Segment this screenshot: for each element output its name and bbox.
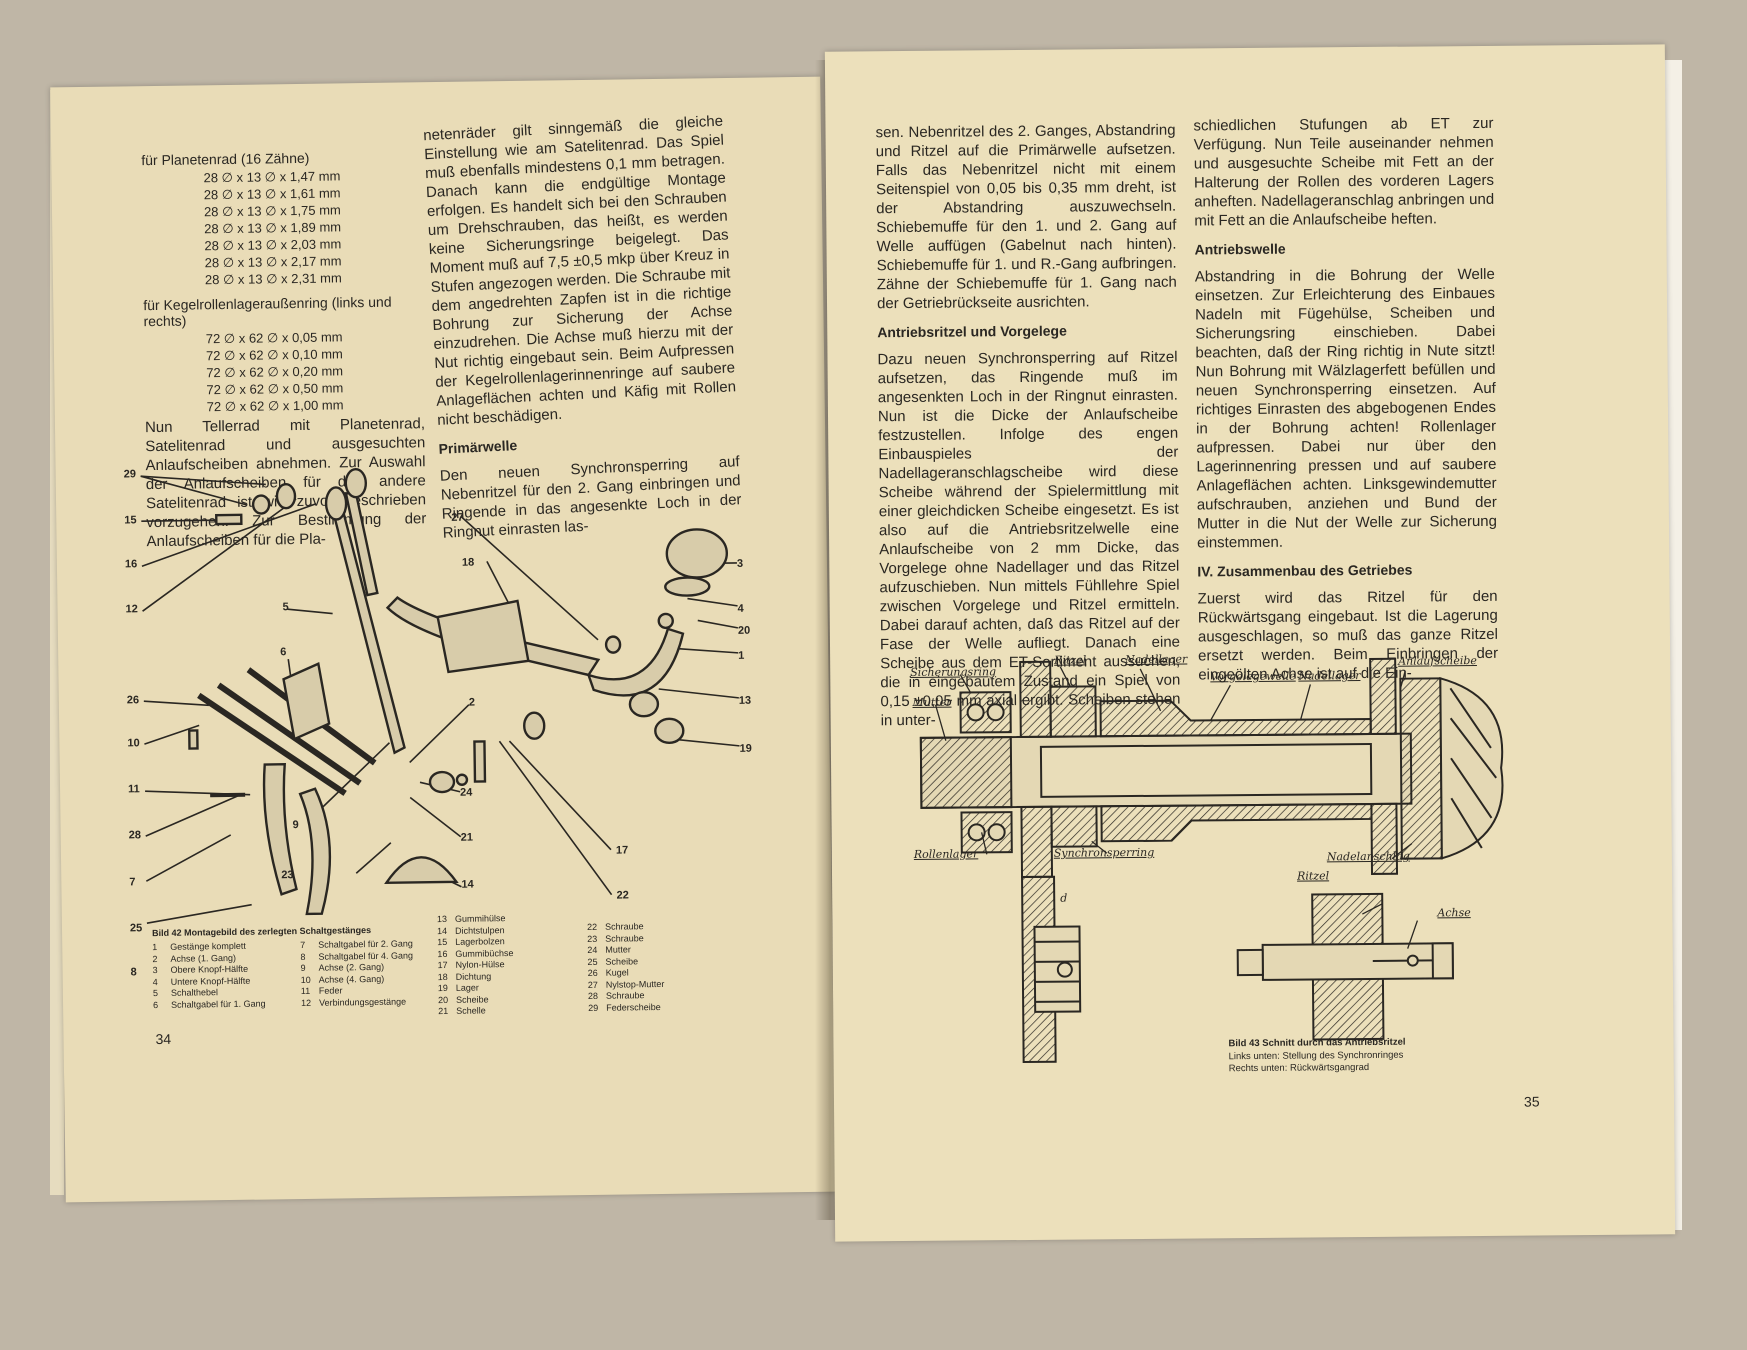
callout-7: 7 bbox=[129, 876, 136, 889]
callout-16: 16 bbox=[124, 558, 138, 571]
figure-43-caption: Bild 43 Schnitt durch das Antriebsritzel… bbox=[1228, 1037, 1405, 1076]
callout-3: 3 bbox=[736, 557, 744, 570]
label-ritzel: Ritzel bbox=[1054, 653, 1087, 667]
left-col2-paragraph1: netenräder gilt sinngemäß die gleiche Ei… bbox=[422, 112, 737, 429]
caption-line-1: Links unten: Stellung des Synchronringes bbox=[1228, 1049, 1404, 1062]
right-col2: schiedlichen Stufungen ab ET zur Verfügu… bbox=[1193, 114, 1498, 691]
callout-13: 13 bbox=[738, 694, 752, 707]
callout-15: 15 bbox=[124, 514, 137, 527]
drive-pinion-section-drawing bbox=[919, 657, 1504, 1063]
callout-5: 5 bbox=[282, 601, 289, 614]
callout-8: 8 bbox=[130, 966, 137, 979]
label-sicherungsring: Sicherungsring bbox=[910, 665, 997, 679]
page-number-right: 35 bbox=[1523, 1093, 1540, 1110]
label-nadellager-2: Nadellager bbox=[1298, 669, 1361, 683]
right-col1-paragraph1: sen. Nebenritzel des 2. Ganges, Abstandr… bbox=[875, 121, 1177, 313]
callout-27: 27 bbox=[451, 511, 464, 524]
callout-24: 24 bbox=[460, 786, 473, 799]
callout-6: 6 bbox=[280, 646, 287, 659]
callout-9: 9 bbox=[292, 819, 299, 832]
spec-row: 28 ∅ x 13 ∅ x 2,31 mm bbox=[204, 270, 342, 288]
spec2-rows: 72 ∅ x 62 ∅ x 0,05 mm 72 ∅ x 62 ∅ x 0,10… bbox=[144, 327, 425, 416]
right-col1: sen. Nebenritzel des 2. Ganges, Abstandr… bbox=[875, 121, 1180, 737]
callout-14: 14 bbox=[461, 878, 474, 891]
callout-12: 12 bbox=[125, 603, 138, 616]
callout-20: 20 bbox=[737, 624, 751, 637]
callout-11: 11 bbox=[127, 783, 140, 796]
label-vorgelegewelle: Vorgelegewelle bbox=[1210, 669, 1296, 684]
callout-26: 26 bbox=[126, 694, 140, 707]
label-mutter: Mutter bbox=[912, 695, 952, 709]
right-page: sen. Nebenritzel des 2. Ganges, Abstandr… bbox=[824, 44, 1676, 1242]
label-ritzel-2: Ritzel bbox=[1296, 869, 1330, 883]
spec1-heading: für Planetenrad (16 Zähne) bbox=[141, 149, 310, 169]
callout-2: 2 bbox=[468, 696, 476, 709]
callout-19: 19 bbox=[739, 742, 752, 755]
label-rollenlager: Rollenlager bbox=[913, 847, 979, 861]
label-achse: Achse bbox=[1437, 906, 1471, 920]
callout-10: 10 bbox=[127, 737, 140, 750]
label-synchronsperring: Synchronsperring bbox=[1053, 845, 1155, 860]
left-page: für Planetenrad (16 Zähne) 28 ∅ x 13 ∅ x… bbox=[50, 76, 836, 1203]
heading-zusammenbau: IV. Zusammenbau des Getriebes bbox=[1197, 561, 1413, 580]
page-number-left: 34 bbox=[155, 1030, 172, 1048]
callout-17: 17 bbox=[615, 844, 629, 857]
callout-23: 23 bbox=[281, 869, 294, 882]
callout-21: 21 bbox=[460, 831, 474, 844]
label-d: d bbox=[1060, 891, 1068, 905]
callout-25: 25 bbox=[129, 922, 143, 935]
spec2-heading: für Kegelrollenlageraußenring (links und… bbox=[143, 293, 392, 330]
spec-row: 72 ∅ x 62 ∅ x 1,00 mm bbox=[206, 397, 344, 415]
caption-line-2: Rechts unten: Rückwärtsgangrad bbox=[1228, 1061, 1370, 1075]
figure-43-title: Bild 43 Schnitt durch das Antriebsritzel bbox=[1228, 1036, 1406, 1050]
spec1-rows: 28 ∅ x 13 ∅ x 1,47 mm 28 ∅ x 13 ∅ x 1,61… bbox=[141, 166, 423, 289]
heading-antriebswelle: Antriebswelle bbox=[1194, 240, 1286, 258]
shift-linkage-exploded-drawing bbox=[140, 468, 740, 924]
callout-28: 28 bbox=[128, 829, 142, 842]
label-anlaufscheibe: Anlaufscheibe bbox=[1398, 654, 1477, 668]
label-nadellager: Nadellager bbox=[1125, 652, 1188, 667]
callout-29: 29 bbox=[123, 468, 136, 481]
right-col2-paragraph1: schiedlichen Stufungen ab ET zur Verfügu… bbox=[1193, 114, 1495, 230]
callout-18: 18 bbox=[461, 556, 475, 569]
callout-22: 22 bbox=[616, 889, 629, 902]
callout-4: 4 bbox=[737, 602, 744, 615]
right-col2-paragraph2: Abstandring in die Bohrung der Welle ein… bbox=[1194, 265, 1498, 552]
label-nadelanschlag: Nadelanschlag bbox=[1326, 849, 1410, 864]
heading-antriebsritzel: Antriebsritzel und Vorgelege bbox=[877, 322, 1067, 341]
callout-1: 1 bbox=[738, 649, 745, 662]
